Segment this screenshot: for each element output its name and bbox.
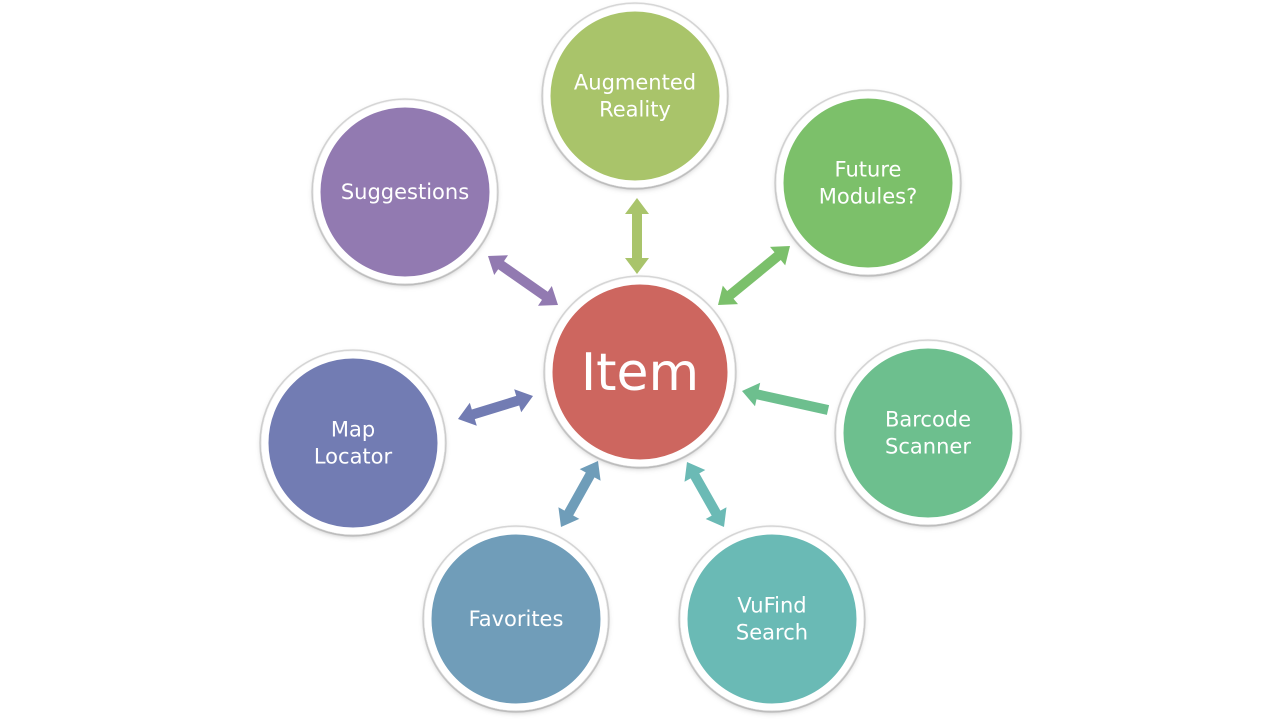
node-circle-barcode-scanner — [836, 341, 1020, 525]
node-circle-vufind-search — [680, 527, 864, 711]
node-label-map-locator: Locator — [314, 445, 393, 469]
node-label-augmented-reality: Reality — [599, 98, 671, 122]
node-label-barcode-scanner: Barcode — [885, 408, 971, 432]
arrow-favorites — [558, 461, 601, 527]
arrow-future-modules — [718, 246, 790, 305]
node-label-future-modules: Modules? — [819, 185, 917, 209]
arrow-suggestions — [488, 255, 558, 306]
node-label-favorites: Favorites — [469, 607, 564, 631]
node-circle-map-locator — [261, 351, 445, 535]
node-circle-augmented-reality — [543, 4, 727, 188]
node-label-vufind-search: Search — [736, 621, 808, 645]
center-node: Item — [543, 275, 737, 469]
node-circle-favorites — [424, 527, 608, 711]
node-circle-suggestions — [313, 100, 497, 284]
arrow-barcode-scanner — [742, 382, 830, 415]
connector-arrows — [458, 198, 830, 527]
node-label-augmented-reality: Augmented — [574, 71, 696, 95]
node-label-map-locator: Map — [331, 418, 375, 442]
arrow-vufind-search — [684, 462, 727, 527]
center-node-label: Item — [581, 343, 699, 403]
center-node-circle — [545, 277, 735, 467]
arrow-map-locator — [458, 389, 533, 426]
node-label-future-modules: Future — [835, 158, 902, 182]
node-label-suggestions: Suggestions — [341, 180, 469, 204]
arrow-augmented-reality — [625, 198, 649, 274]
node-label-vufind-search: VuFind — [737, 594, 806, 618]
node-circle-future-modules — [776, 91, 960, 275]
node-label-barcode-scanner: Scanner — [885, 435, 971, 459]
node-suggestions: Suggestions — [311, 98, 499, 286]
module-nodes: AugmentedRealityFutureModules?BarcodeSca… — [259, 2, 1022, 713]
node-favorites: Favorites — [422, 525, 610, 713]
